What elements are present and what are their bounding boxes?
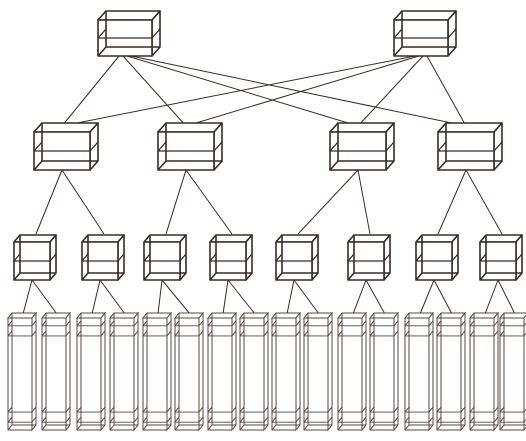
core-switch-2 <box>393 10 457 57</box>
link-edge8-rack16 <box>497 279 516 315</box>
server-rack-3 <box>75 311 107 432</box>
edge-switch-8 <box>479 234 523 281</box>
server-rack-8 <box>238 311 270 432</box>
link-edge8-rack15 <box>484 279 499 315</box>
link-edge2-rack3 <box>91 279 101 315</box>
link-agg4-edge7 <box>437 169 467 235</box>
link-agg2-edge3 <box>165 169 187 235</box>
server-rack-16 <box>498 312 526 432</box>
link-edge6-rack12 <box>365 279 386 315</box>
link-edge7-rack13 <box>419 279 435 315</box>
edge-switch-3 <box>143 234 187 281</box>
edge-switch-5 <box>275 234 319 281</box>
server-rack-1 <box>6 311 38 432</box>
server-rack-11 <box>336 311 368 432</box>
server-rack-14 <box>435 311 467 432</box>
edge-switch-7 <box>415 234 459 281</box>
server-rack-5 <box>141 311 173 432</box>
core-switch-1 <box>97 10 161 57</box>
aggregation-switch-3 <box>329 122 395 171</box>
link-agg3-edge5 <box>297 169 359 235</box>
links-layer <box>22 55 516 315</box>
link-core1-agg3 <box>126 55 359 127</box>
link-agg2-edge4 <box>185 169 233 235</box>
link-core1-agg1 <box>61 55 120 127</box>
link-core2-agg3 <box>357 55 424 127</box>
edge-switch-2 <box>81 234 125 281</box>
server-rack-15 <box>468 311 500 432</box>
link-edge4-rack7 <box>222 279 229 315</box>
link-edge4-rack8 <box>227 279 256 315</box>
link-agg1-edge1 <box>35 169 63 235</box>
server-rack-9 <box>270 311 302 432</box>
aggregation-switch-1 <box>33 122 99 171</box>
link-edge3-rack6 <box>161 279 191 315</box>
server-rack-10 <box>302 311 334 432</box>
link-agg3-edge6 <box>357 169 371 235</box>
server-rack-2 <box>40 311 72 432</box>
link-edge1-rack2 <box>31 279 58 315</box>
server-rack-7 <box>206 311 238 432</box>
link-core1-agg4 <box>130 55 467 127</box>
link-edge1-rack1 <box>22 279 33 315</box>
link-core2-agg4 <box>426 55 467 127</box>
aggregation-switch-2 <box>157 122 223 171</box>
server-rack-13 <box>403 311 435 432</box>
link-edge6-rack11 <box>352 279 367 315</box>
server-rack-4 <box>108 311 140 432</box>
edge-switch-6 <box>347 234 391 281</box>
link-agg4-edge8 <box>465 169 503 235</box>
link-core2-agg1 <box>61 55 416 127</box>
link-agg1-edge2 <box>61 169 105 235</box>
edge-switch-4 <box>209 234 253 281</box>
link-core2-agg2 <box>185 55 420 127</box>
link-edge5-rack10 <box>293 279 320 315</box>
link-core1-agg2 <box>122 55 187 127</box>
link-edge3-rack5 <box>157 279 163 315</box>
link-edge2-rack4 <box>99 279 126 315</box>
server-rack-12 <box>368 311 400 432</box>
aggregation-switch-4 <box>437 122 503 171</box>
link-edge7-rack14 <box>433 279 453 315</box>
server-rack-6 <box>173 311 205 432</box>
edge-switch-1 <box>13 234 57 281</box>
nodes-layer <box>6 10 526 432</box>
link-edge5-rack9 <box>286 279 295 315</box>
